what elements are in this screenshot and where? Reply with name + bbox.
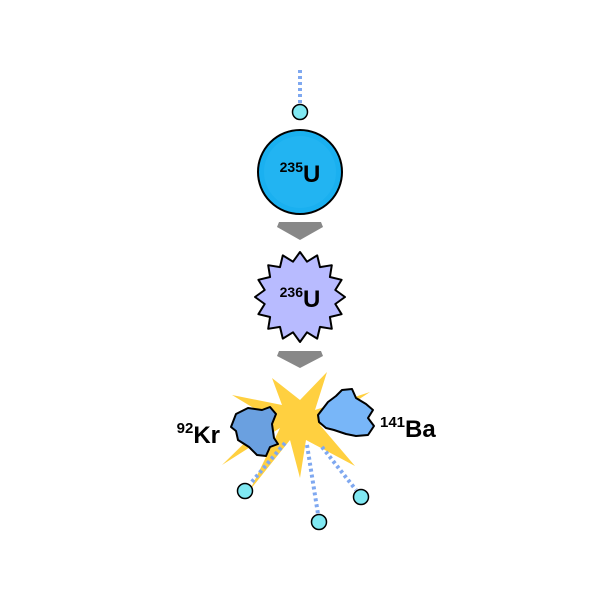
emitted-neutron bbox=[310, 513, 328, 531]
uranium-235-inner bbox=[264, 136, 336, 208]
ba141-label: 141Ba bbox=[380, 414, 436, 443]
explosion-burst bbox=[222, 372, 370, 490]
arrow-down-icon bbox=[277, 222, 323, 240]
uranium-236-excited-nucleus bbox=[254, 251, 346, 343]
incoming-neutron bbox=[291, 103, 309, 121]
barium-141-fragment bbox=[317, 388, 375, 437]
emitted-neutron bbox=[352, 488, 370, 506]
u235-label: 235U bbox=[280, 159, 321, 188]
u236-label: 236U bbox=[280, 284, 321, 313]
arrow-down-icon bbox=[277, 351, 323, 368]
krypton-92-fragment bbox=[230, 406, 279, 457]
neutron-trail bbox=[305, 444, 320, 515]
emitted-neutron bbox=[236, 482, 254, 500]
neutron-trail bbox=[248, 441, 287, 486]
kr92-label: 92Kr bbox=[177, 420, 220, 449]
